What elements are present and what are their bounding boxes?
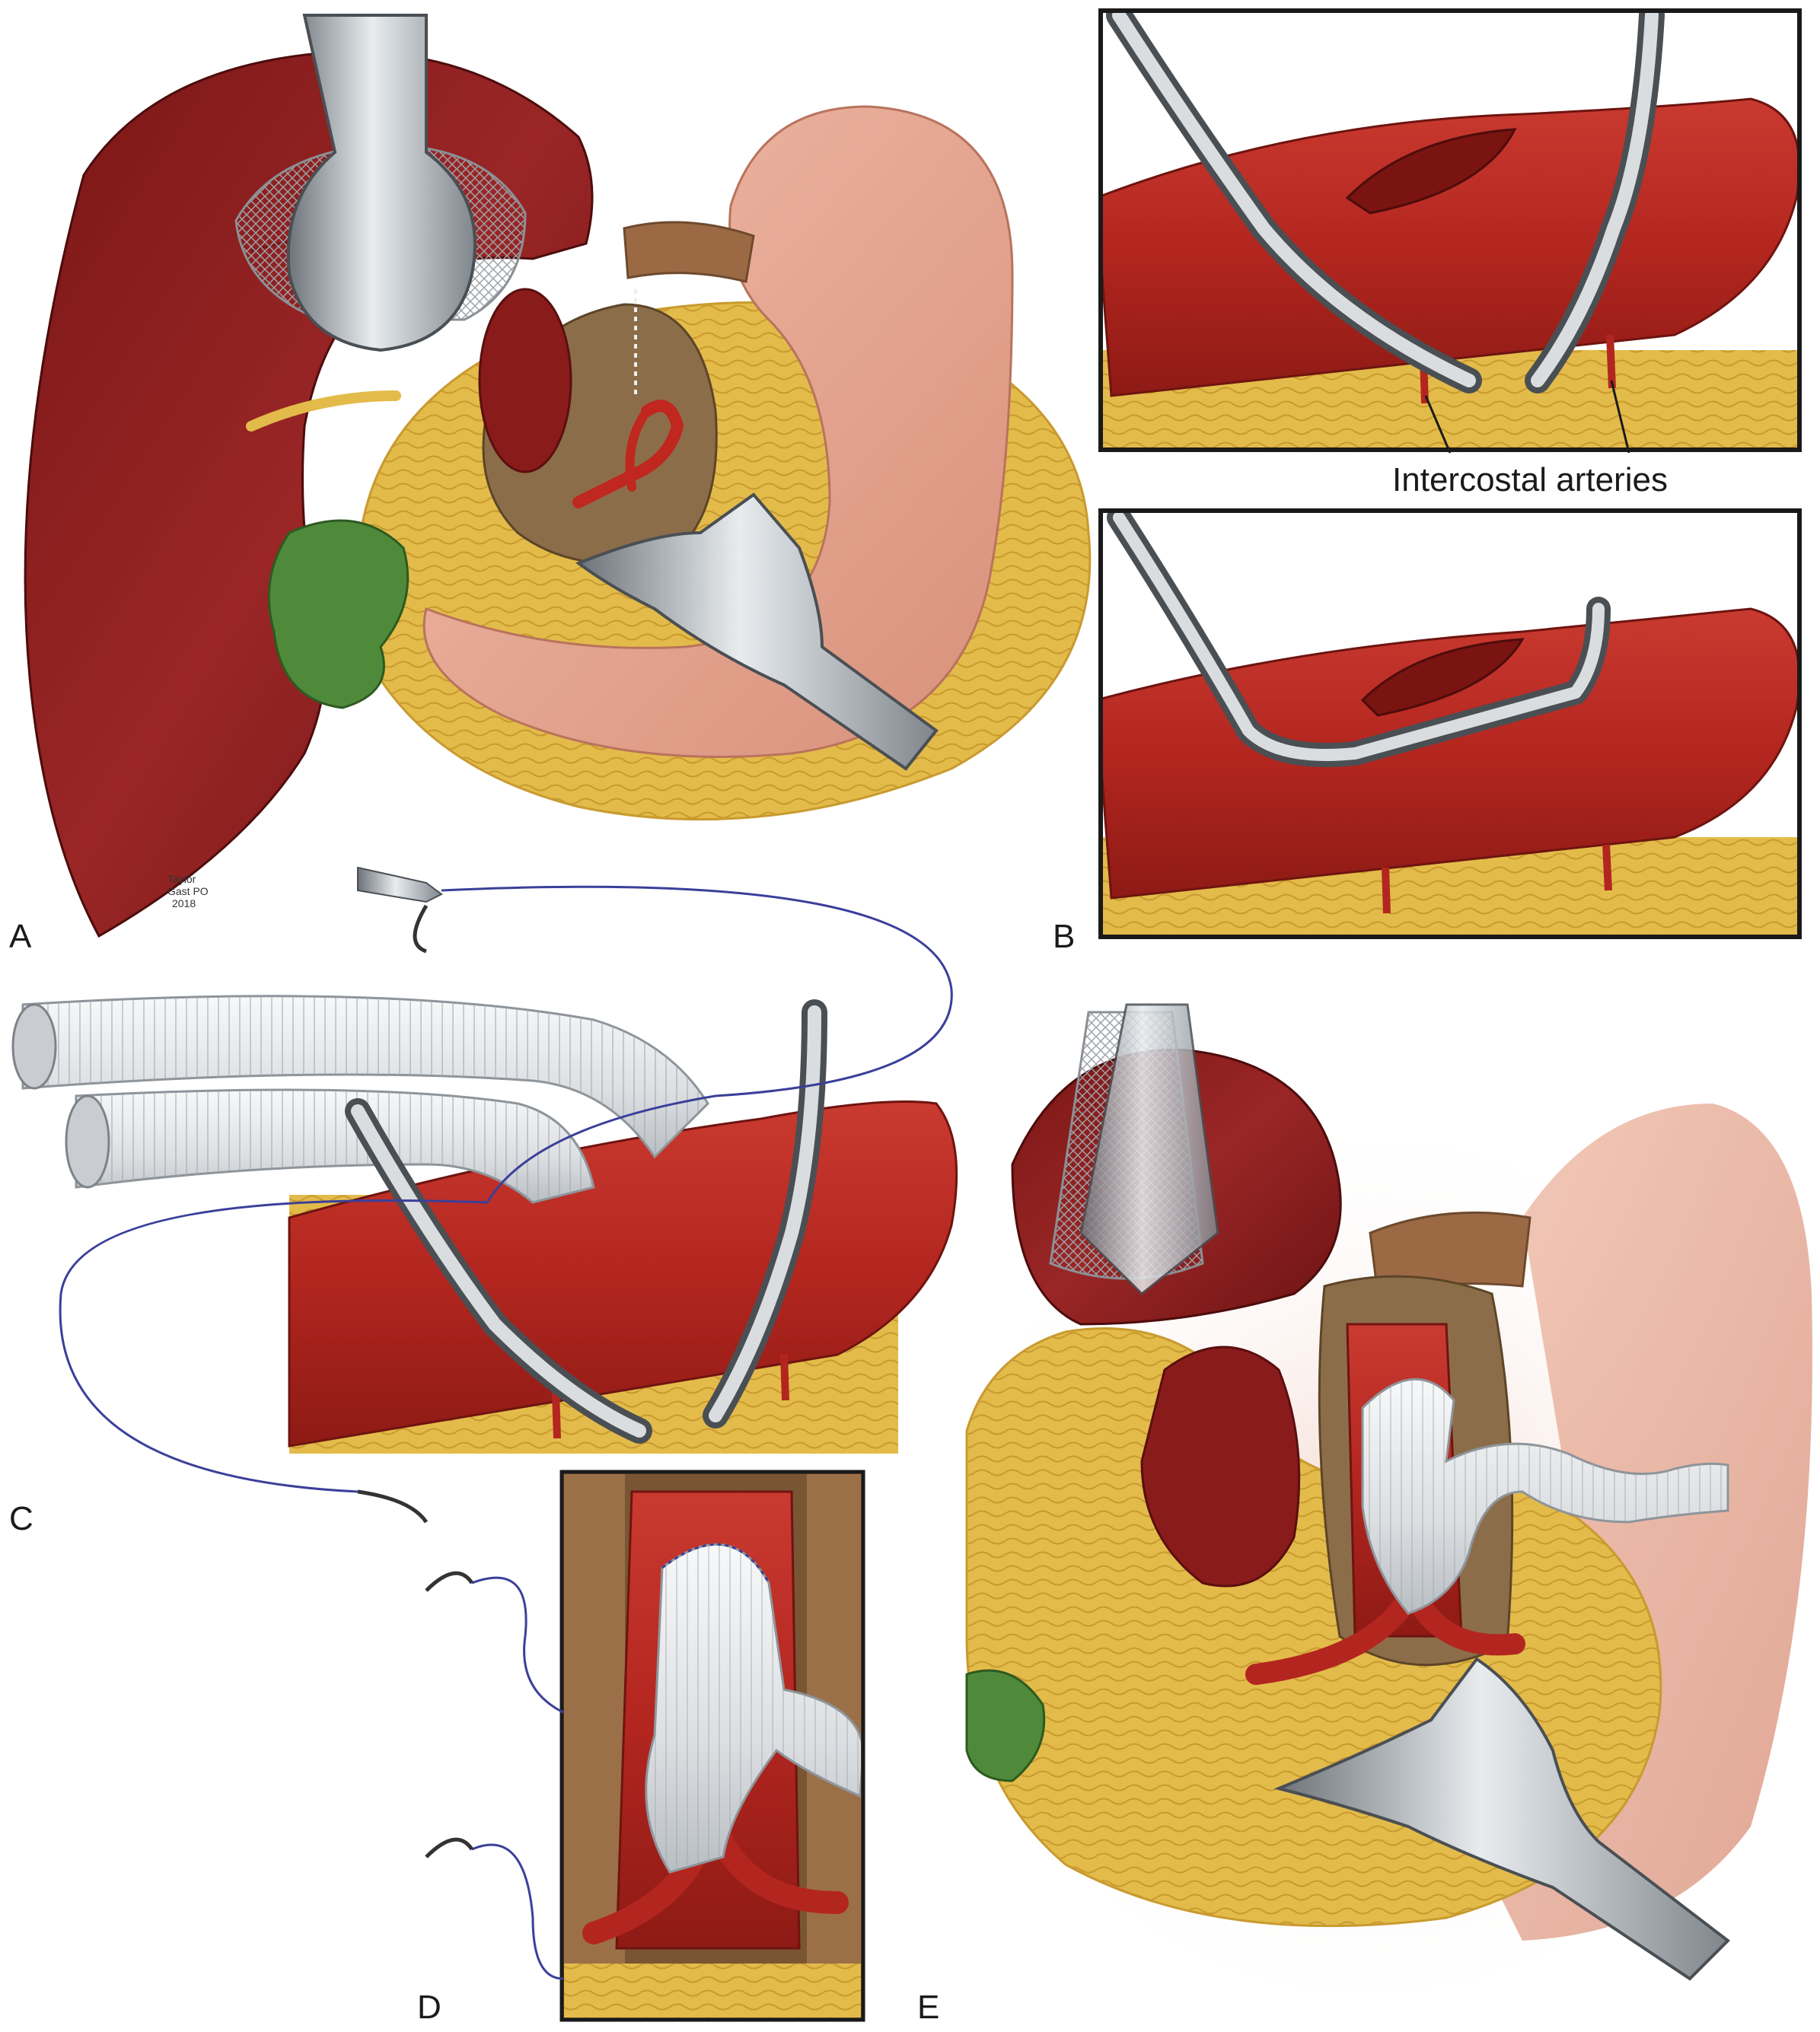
- gallbladder-e: [965, 1669, 1046, 1782]
- panel-b-top-inset: [1098, 8, 1802, 452]
- panel-b: Intercostal arteries B: [1053, 8, 1802, 955]
- svg-text:Gast PO: Gast PO: [167, 885, 209, 897]
- intercostal-arteries-label: Intercostal arteries: [1392, 461, 1668, 498]
- stomach-retractor-a: [575, 492, 939, 771]
- aortotomy-b-top: [1345, 128, 1517, 215]
- needle-holder-c: [357, 866, 443, 903]
- stomach-retractor-e: [1273, 1657, 1731, 1981]
- aortotomy-b-bottom: [1360, 638, 1525, 717]
- intercostal-c-2: [780, 1354, 789, 1401]
- needle-bottom-c: [357, 1489, 429, 1524]
- splenic-branch-a: [625, 406, 652, 492]
- panel-label-a: A: [9, 918, 32, 955]
- suture-line-c: [59, 885, 953, 1493]
- suture-d: [471, 1576, 564, 1714]
- panel-b-bottom-inset: [1098, 508, 1802, 939]
- ligament-a: [246, 390, 401, 432]
- panel-d: D: [417, 1470, 865, 2026]
- liver-retractor-e: [1079, 1003, 1219, 1296]
- stomach-a: [422, 105, 1014, 758]
- panel-a: Taylor Gast PO 2018 A: [9, 14, 1092, 955]
- panel-label-b: B: [1053, 918, 1075, 955]
- liver-retractor-a: [286, 14, 477, 352]
- svg-text:Taylor: Taylor: [167, 873, 196, 885]
- esophagus-a: [623, 221, 755, 283]
- panel-label-c: C: [9, 1500, 33, 1537]
- artist-signature: Taylor Gast PO 2018: [167, 873, 209, 909]
- intercostal-artery-2: [1606, 334, 1616, 389]
- intercostal-c-1: [552, 1392, 561, 1439]
- panel-e: E: [917, 1003, 1819, 2032]
- celiac-artery-a: [572, 400, 684, 508]
- panel-c: C: [9, 866, 958, 1537]
- intercostal-callout: Intercostal arteries: [1392, 380, 1668, 498]
- gallbladder-a: [267, 519, 410, 709]
- liver-a: [24, 50, 594, 938]
- panel-label-e: E: [917, 1989, 939, 2026]
- crus-e: [1140, 1346, 1301, 1588]
- panel-label-d: D: [417, 1989, 441, 2026]
- svg-text:2018: 2018: [172, 897, 196, 909]
- celiac-e: [1245, 1588, 1525, 1685]
- crus-a: [478, 288, 572, 473]
- aorta-b-bottom: [1103, 607, 1797, 900]
- needle-top-c: [413, 904, 429, 954]
